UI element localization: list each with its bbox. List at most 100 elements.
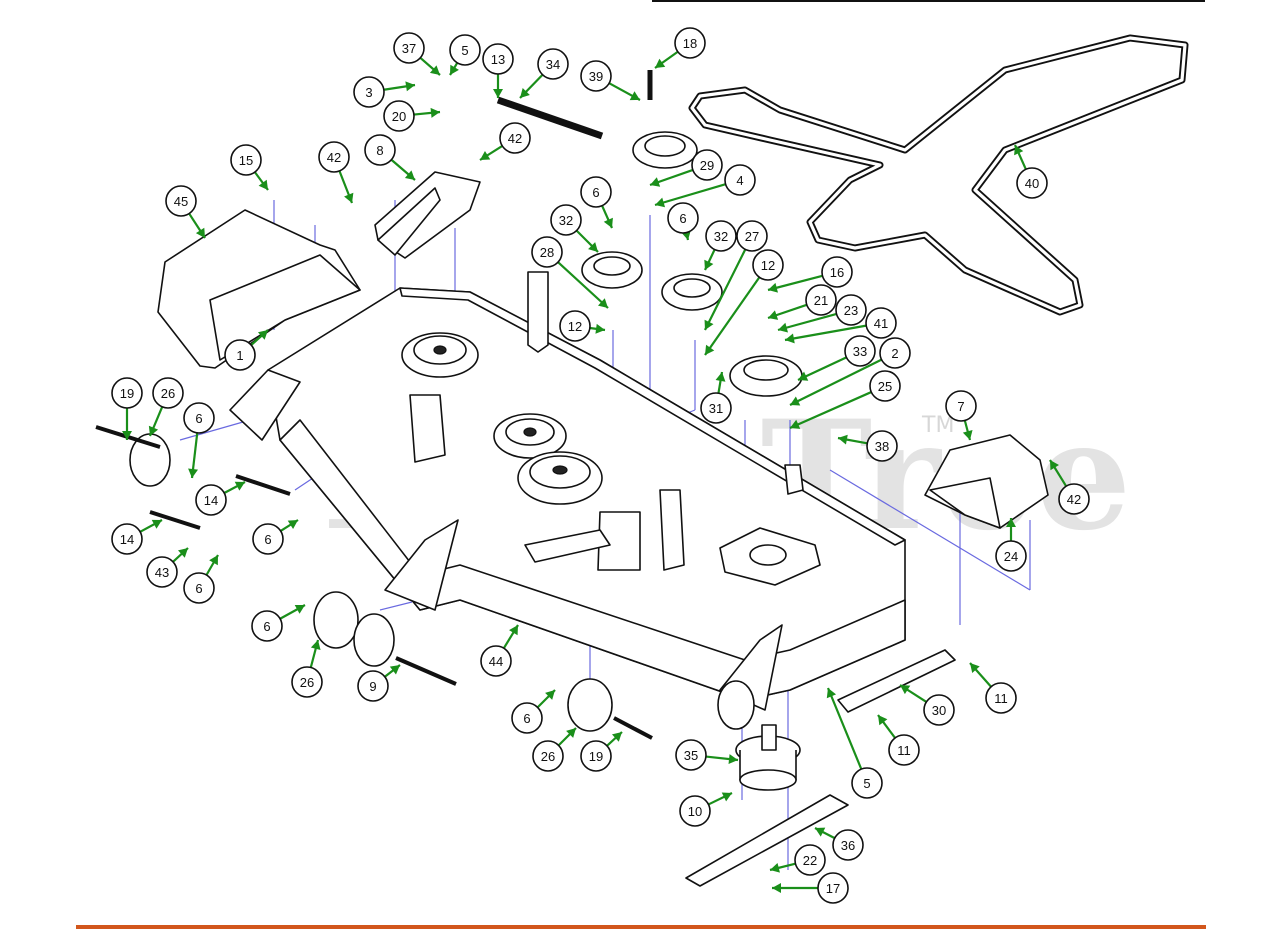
callout-circle bbox=[499, 122, 531, 154]
callout-circle bbox=[752, 249, 784, 281]
callout-circle bbox=[183, 402, 215, 434]
callout-circle bbox=[531, 236, 563, 268]
callout-label: 25 bbox=[878, 379, 892, 394]
callout-label: 41 bbox=[874, 316, 888, 331]
callout-label: 13 bbox=[491, 52, 505, 67]
callout-circle bbox=[580, 740, 612, 772]
callout-arrowhead bbox=[768, 282, 778, 293]
callout-arrowhead bbox=[493, 89, 503, 98]
callout-circle bbox=[550, 204, 582, 236]
blade-36 bbox=[685, 794, 849, 887]
callout-arrowhead bbox=[294, 604, 305, 614]
callout-leader bbox=[789, 391, 872, 430]
callout-circle bbox=[146, 556, 178, 588]
callout-arrowhead bbox=[655, 197, 666, 208]
callout-circle bbox=[393, 32, 425, 64]
callout-arrowhead bbox=[778, 322, 789, 333]
callout-arrowhead bbox=[1006, 518, 1016, 527]
callout-label: 4 bbox=[736, 173, 743, 188]
callout-circle bbox=[559, 310, 591, 342]
callout-circle bbox=[291, 666, 323, 698]
callout-arrowhead bbox=[450, 64, 459, 75]
callout-circle bbox=[580, 60, 612, 92]
callout-circle bbox=[1016, 167, 1048, 199]
callout-circle bbox=[844, 335, 876, 367]
belt-cover-7 bbox=[924, 434, 1049, 529]
callout-label: 15 bbox=[239, 153, 253, 168]
callout-circle bbox=[224, 339, 256, 371]
callout-label: 21 bbox=[814, 293, 828, 308]
callout-arrowhead bbox=[429, 65, 440, 75]
callout-label: 9 bbox=[369, 679, 376, 694]
callout-label: 31 bbox=[709, 401, 723, 416]
callout-label: 5 bbox=[461, 43, 468, 58]
callout-circle bbox=[705, 220, 737, 252]
callout-label: 2 bbox=[891, 346, 898, 361]
callout-circle bbox=[111, 523, 143, 555]
callout-label: 24 bbox=[1004, 549, 1018, 564]
callout-label: 45 bbox=[174, 194, 188, 209]
callout-leader bbox=[704, 248, 747, 331]
callout-circle bbox=[480, 645, 512, 677]
callout-label: 11 bbox=[994, 691, 1008, 706]
callout-circle bbox=[580, 176, 612, 208]
callout-arrowhead bbox=[770, 862, 780, 873]
callout-circle bbox=[364, 134, 396, 166]
deck-brackets bbox=[409, 271, 804, 571]
callout-circle bbox=[805, 284, 837, 316]
callout-arrowhead bbox=[148, 425, 159, 436]
callout-leader bbox=[704, 276, 761, 356]
idler-pulleys bbox=[581, 131, 803, 397]
callout-label: 33 bbox=[853, 344, 867, 359]
callout-label: 20 bbox=[392, 109, 406, 124]
callout-leader bbox=[767, 274, 823, 292]
callout-circle bbox=[183, 572, 215, 604]
callout-circle bbox=[357, 670, 389, 702]
callout-arrowhead bbox=[595, 323, 605, 334]
callout-arrowhead bbox=[310, 640, 321, 650]
callout-circle bbox=[794, 844, 826, 876]
callout-circle bbox=[736, 220, 768, 252]
callout-circle bbox=[318, 141, 350, 173]
callout-leader bbox=[777, 312, 837, 332]
callout-arrowhead bbox=[655, 58, 666, 68]
callout-circle bbox=[251, 610, 283, 642]
callout-circle bbox=[152, 377, 184, 409]
callout-arrowhead bbox=[344, 192, 354, 203]
callout-circle bbox=[945, 390, 977, 422]
callout-label: 6 bbox=[264, 532, 271, 547]
callout-arrowhead bbox=[389, 665, 400, 675]
callout-label: 35 bbox=[684, 748, 698, 763]
callout-circle bbox=[691, 149, 723, 181]
callout-circle bbox=[923, 694, 955, 726]
callout-circle bbox=[674, 27, 706, 59]
callout-label: 8 bbox=[376, 143, 383, 158]
callout-label: 6 bbox=[263, 619, 270, 634]
watermark-trademark: TM bbox=[921, 413, 954, 438]
callout-circle bbox=[724, 164, 756, 196]
callout-label: 12 bbox=[568, 319, 582, 334]
callout-label: 42 bbox=[327, 150, 341, 165]
callout-circle bbox=[111, 377, 143, 409]
callout-leader bbox=[654, 183, 726, 207]
callout-arrowhead bbox=[597, 298, 608, 308]
callout-label: 38 bbox=[875, 439, 889, 454]
callout-label: 32 bbox=[714, 229, 728, 244]
callout-label: 19 bbox=[120, 386, 134, 401]
callout-circle bbox=[700, 392, 732, 424]
callout-arrowhead bbox=[785, 333, 795, 344]
callout-leader bbox=[826, 687, 863, 770]
callout-label: 6 bbox=[195, 581, 202, 596]
callout-circle bbox=[985, 682, 1017, 714]
callout-circle bbox=[865, 307, 897, 339]
callout-label: 10 bbox=[688, 804, 702, 819]
spindle-35 bbox=[735, 724, 801, 791]
callout-arrowhead bbox=[257, 330, 268, 340]
callout-label: 6 bbox=[679, 211, 686, 226]
belt-cover-8 bbox=[374, 171, 481, 259]
callout-label: 42 bbox=[1067, 492, 1081, 507]
callout-arrowhead bbox=[900, 685, 911, 695]
callout-label: 6 bbox=[592, 185, 599, 200]
callout-arrowhead bbox=[768, 310, 779, 320]
callout-arrowhead bbox=[772, 883, 781, 893]
